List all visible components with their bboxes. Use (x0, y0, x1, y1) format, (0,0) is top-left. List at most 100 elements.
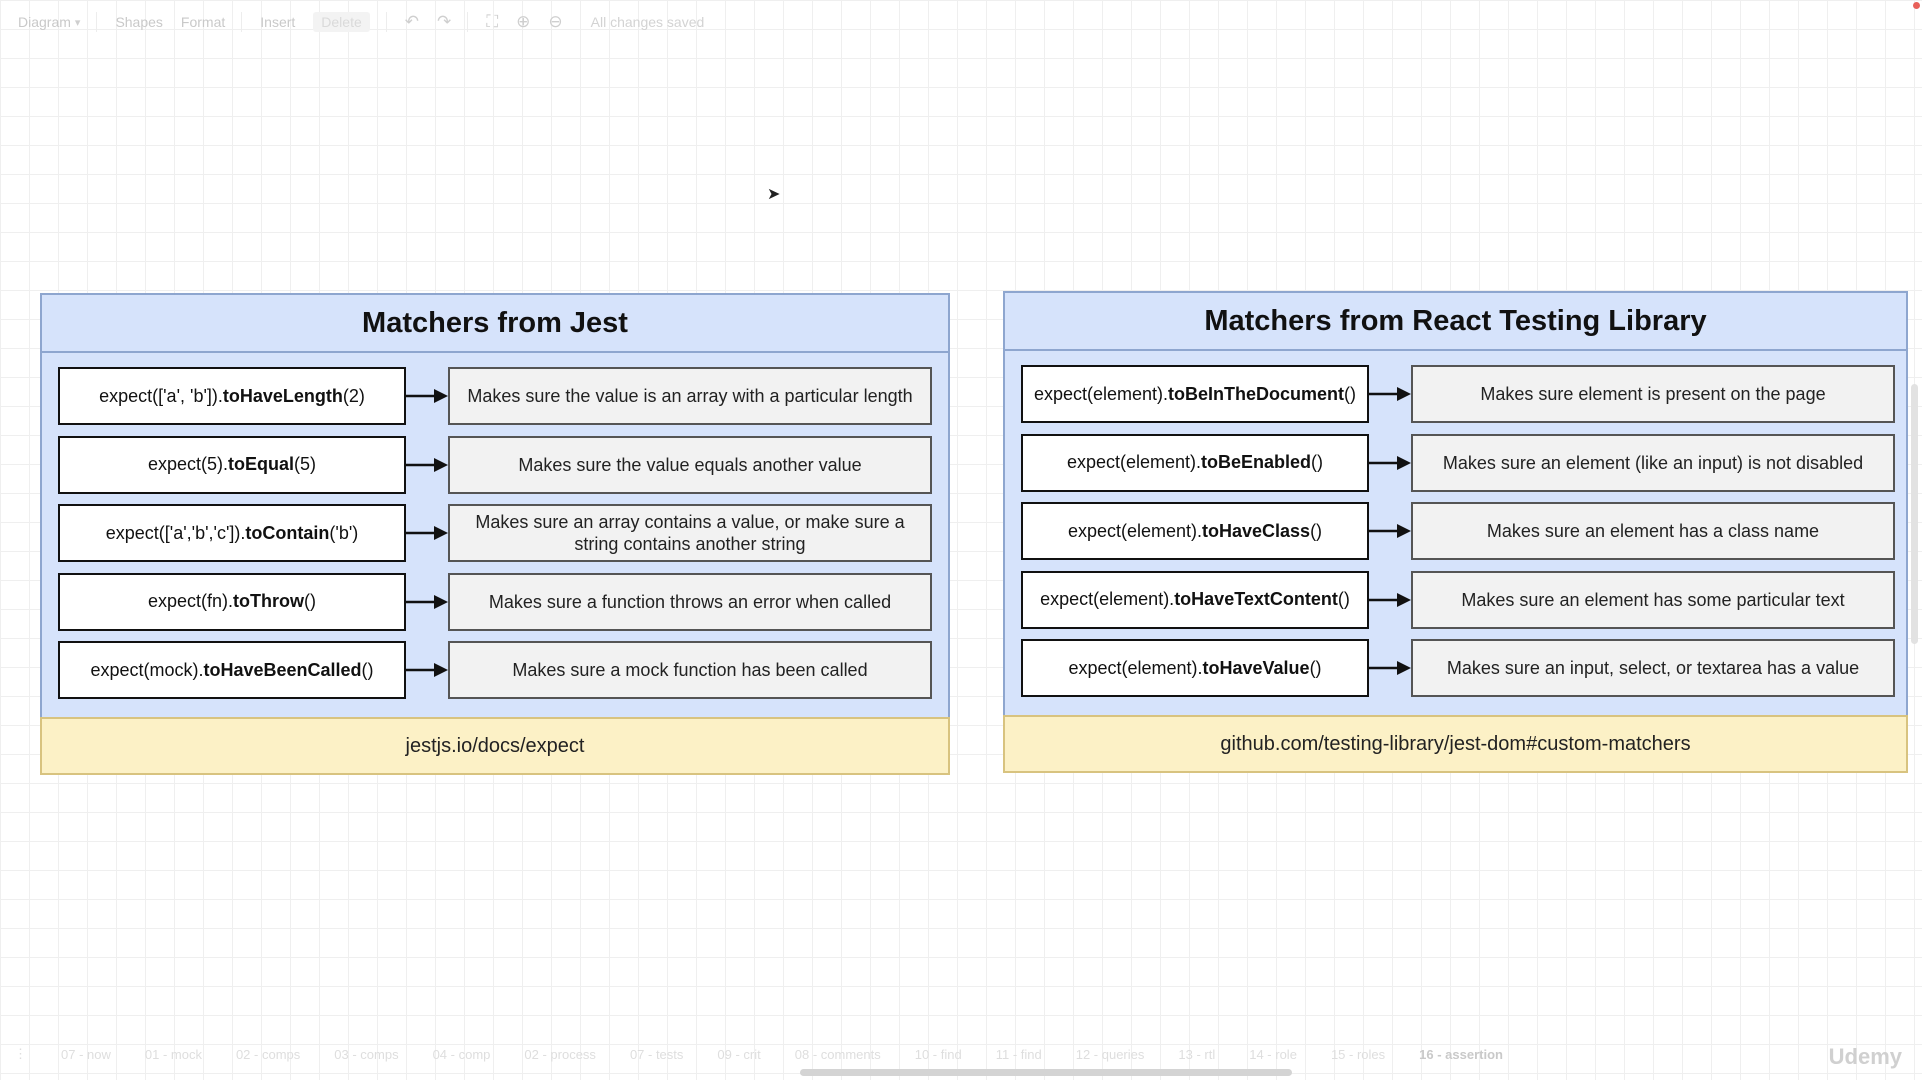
mouse-cursor-icon: ➤ (767, 186, 781, 203)
page-tab[interactable]: 03 - comps (334, 1046, 399, 1062)
code-prefix: expect(mock). (90, 659, 204, 680)
page-tab[interactable]: 08 - comments (794, 1046, 881, 1062)
vertical-scrollbar[interactable] (1911, 384, 1918, 644)
toolbar-divider (467, 12, 469, 32)
page-tab[interactable]: 14 - role (1249, 1046, 1297, 1062)
arrow-right-icon (406, 526, 448, 540)
code-prefix: expect(fn). (147, 591, 234, 611)
code-suffix: () (1310, 520, 1323, 541)
code-prefix: expect(element). (1068, 657, 1203, 678)
matcher-row: expect(element).toHaveClass() Makes sure … (1021, 502, 1895, 560)
zoom-out-icon[interactable]: ⊖ (548, 12, 563, 31)
code-method: toHaveValue (1202, 657, 1310, 678)
chevron-down-icon[interactable]: ▾ (74, 16, 81, 29)
page-tab[interactable]: 07 - tests (629, 1046, 684, 1062)
matcher-description[interactable]: Makes sure an element (like an input) is… (1411, 433, 1895, 492)
code-suffix: () (1344, 383, 1357, 404)
matcher-row: expect(element).toHaveValue() Makes sure … (1021, 639, 1895, 697)
matcher-code-box[interactable]: expect(element).toBeInTheDocument() (1021, 365, 1369, 423)
page-tab[interactable]: 10 - find (914, 1046, 962, 1062)
matcher-description[interactable]: Makes sure element is present on the pag… (1411, 365, 1895, 423)
rtl-matchers-panel[interactable]: Matchers from React Testing Library expe… (1003, 291, 1908, 773)
arrow-right-icon (1369, 592, 1411, 607)
code-suffix: () (1309, 657, 1322, 678)
arrow-right-icon (1369, 524, 1411, 538)
matcher-code-box[interactable]: expect(fn).toThrow() (58, 572, 406, 631)
matcher-description[interactable]: Makes sure an input, select, or textarea… (1411, 639, 1895, 697)
matcher-description[interactable]: Makes sure a mock function has been call… (448, 641, 932, 699)
page-tab[interactable]: 02 - comps (235, 1046, 301, 1062)
page-tab[interactable]: 16 - assertion (1419, 1046, 1503, 1062)
code-method: toBeEnabled (1201, 452, 1312, 472)
code-prefix: expect(element). (1067, 520, 1202, 541)
menu-insert[interactable]: Insert (260, 14, 296, 30)
menu-format[interactable]: Format (180, 14, 226, 30)
code-prefix: expect(['a','b','c']). (105, 522, 246, 543)
matcher-code-box[interactable]: expect(['a','b','c']).toContain('b') (58, 504, 406, 562)
page-tab[interactable]: 01 - mock (144, 1046, 202, 1062)
matcher-description[interactable]: Makes sure an element has some particula… (1411, 570, 1895, 629)
udemy-watermark: Udemy (1828, 1044, 1902, 1069)
page-tab[interactable]: 02 - process (524, 1046, 596, 1062)
matcher-row: expect(['a', 'b']).toHaveLength(2) Makes … (58, 367, 932, 425)
code-suffix: () (304, 591, 317, 611)
arrow-right-icon (1369, 455, 1411, 470)
matcher-code-box[interactable]: expect(element).toHaveValue() (1021, 639, 1369, 697)
matcher-code-box[interactable]: expect(element).toHaveClass() (1021, 502, 1369, 560)
matcher-code-box[interactable]: expect(['a', 'b']).toHaveLength(2) (58, 367, 406, 425)
fullscreen-icon[interactable]: ⛶ (486, 12, 499, 31)
page-tabs: ⋮ 07 - now 01 - mock 02 - comps 03 - comps 04… (0, 1042, 1922, 1066)
arrow-right-icon (406, 594, 448, 609)
arrow-right-icon (1369, 661, 1411, 675)
matcher-description[interactable]: Makes sure the value equals another valu… (448, 435, 932, 494)
page-tab[interactable]: 12 - queries (1075, 1046, 1145, 1062)
page-tab[interactable]: 07 - now (61, 1046, 111, 1062)
matcher-description[interactable]: Makes sure the value is an array with a … (448, 367, 932, 425)
code-method: toHaveLength (222, 385, 343, 406)
zoom-in-icon[interactable]: ⊕ (516, 12, 531, 31)
matcher-code-box[interactable]: expect(5).toEqual(5) (58, 435, 406, 494)
page-tab[interactable]: 11 - find (995, 1046, 1042, 1062)
jest-matchers-panel[interactable]: Matchers from Jest expect(['a', 'b']).to… (40, 293, 950, 775)
delete-button[interactable]: Delete (313, 12, 370, 32)
code-method: toContain (245, 522, 330, 543)
page-tab[interactable]: 04 - comp (432, 1046, 491, 1062)
code-suffix: () (1311, 452, 1324, 472)
matcher-code-box[interactable]: expect(element).toBeEnabled() (1021, 433, 1369, 492)
redo-icon[interactable]: ↷ (437, 12, 452, 31)
code-prefix: expect(5). (147, 454, 229, 474)
matcher-code-box[interactable]: expect(mock).toHaveBeenCalled() (58, 641, 406, 699)
save-status: All changes saved (590, 14, 705, 30)
panel-title: Matchers from Jest (42, 295, 948, 353)
undo-icon[interactable]: ↶ (404, 12, 419, 31)
page-tab[interactable]: 13 - rtl (1178, 1046, 1216, 1062)
matcher-row: expect(5).toEqual(5) Makes sure the value… (58, 435, 932, 494)
arrow-right-icon (406, 389, 448, 403)
code-suffix: (5) (294, 454, 317, 474)
page-tab[interactable]: 09 - crit (717, 1046, 761, 1062)
matcher-row: expect(element).toBeInTheDocument() Makes… (1021, 365, 1895, 423)
matcher-description[interactable]: Makes sure a function throws an error wh… (448, 572, 932, 631)
page-tab[interactable]: 15 - roles (1330, 1046, 1386, 1062)
horizontal-scrollbar[interactable] (800, 1069, 1292, 1076)
toolbar: Diagram ▾ Shapes Format Insert Delete ↶ … (0, 0, 1922, 44)
code-suffix: ('b') (329, 522, 359, 543)
code-method: toBeInTheDocument (1168, 383, 1345, 404)
matcher-description[interactable]: Makes sure an array contains a value, or… (448, 504, 932, 562)
matcher-description[interactable]: Makes sure an element has a class name (1411, 502, 1895, 560)
toolbar-divider (241, 12, 243, 32)
code-method: toHaveClass (1202, 520, 1311, 541)
recording-dot-icon (1913, 2, 1920, 9)
arrow-right-icon (1369, 387, 1411, 401)
page-menu-icon[interactable]: ⋮ (14, 1046, 27, 1061)
code-prefix: expect(element). (1040, 589, 1175, 609)
code-method: toEqual (228, 454, 295, 474)
docs-link[interactable]: github.com/testing-library/jest-dom#cust… (1003, 715, 1908, 773)
matcher-row: expect(['a','b','c']).toContain('b') Make… (58, 504, 932, 562)
code-suffix: (2) (342, 385, 365, 406)
docs-link[interactable]: jestjs.io/docs/expect (40, 717, 950, 775)
matcher-row: expect(mock).toHaveBeenCalled() Makes sur… (58, 641, 932, 699)
menu-shapes[interactable]: Shapes (115, 14, 163, 30)
matcher-code-box[interactable]: expect(element).toHaveTextContent() (1021, 570, 1369, 629)
menu-diagram[interactable]: Diagram (18, 14, 71, 30)
